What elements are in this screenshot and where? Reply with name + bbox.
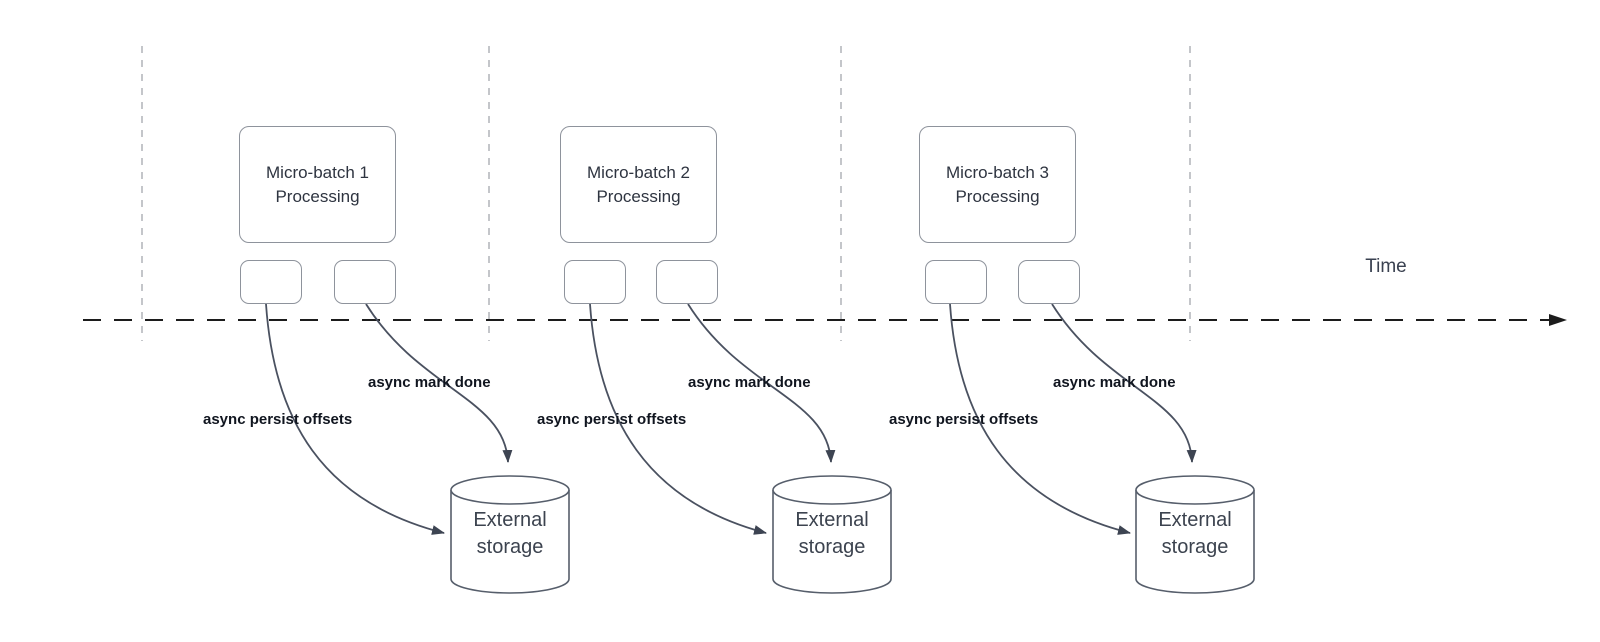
processing-box-1: Micro-batch 1 Processing: [239, 126, 396, 243]
external-storage-label-1: External storage: [473, 509, 547, 558]
processing-box-3: Micro-batch 3 Processing: [919, 126, 1076, 243]
persist-offsets-arrow-2: [589, 303, 767, 535]
done-box-3: [1018, 260, 1080, 304]
storage-cylinder-1: [450, 475, 570, 594]
persist-offsets-label-1: async persist offsets: [203, 411, 353, 428]
offset-box-2: [564, 260, 626, 304]
done-box-1: [334, 260, 396, 304]
mark-done-label-3: async mark done: [1053, 374, 1176, 391]
persist-offsets-label-2: async persist offsets: [537, 411, 687, 428]
persist-offsets-arrow-3: [949, 303, 1131, 535]
offset-box-3: [925, 260, 987, 304]
done-box-2: [656, 260, 718, 304]
storage-cylinder-3: [1135, 475, 1255, 594]
processing-box-1-label: Micro-batch 1 Processing: [266, 162, 369, 206]
persist-offsets-label-3: async persist offsets: [889, 411, 1039, 428]
offset-box-1: [240, 260, 302, 304]
processing-box-3-label: Micro-batch 3 Processing: [946, 162, 1049, 206]
processing-box-2-label: Micro-batch 2 Processing: [587, 162, 690, 206]
mark-done-arrow-3: [1051, 303, 1197, 463]
mark-done-arrow-2: [687, 303, 836, 463]
mark-done-label-2: async mark done: [688, 374, 811, 391]
mark-done-label-1: async mark done: [368, 374, 491, 391]
processing-box-2: Micro-batch 2 Processing: [560, 126, 717, 243]
external-storage-label-2: External storage: [795, 509, 869, 558]
mark-done-arrow-1: [365, 303, 513, 463]
persist-offsets-arrow-1: [265, 303, 445, 535]
storage-cylinder-2: [772, 475, 892, 594]
external-storage-label-3: External storage: [1158, 509, 1232, 558]
time-axis-label: Time: [1365, 256, 1407, 277]
